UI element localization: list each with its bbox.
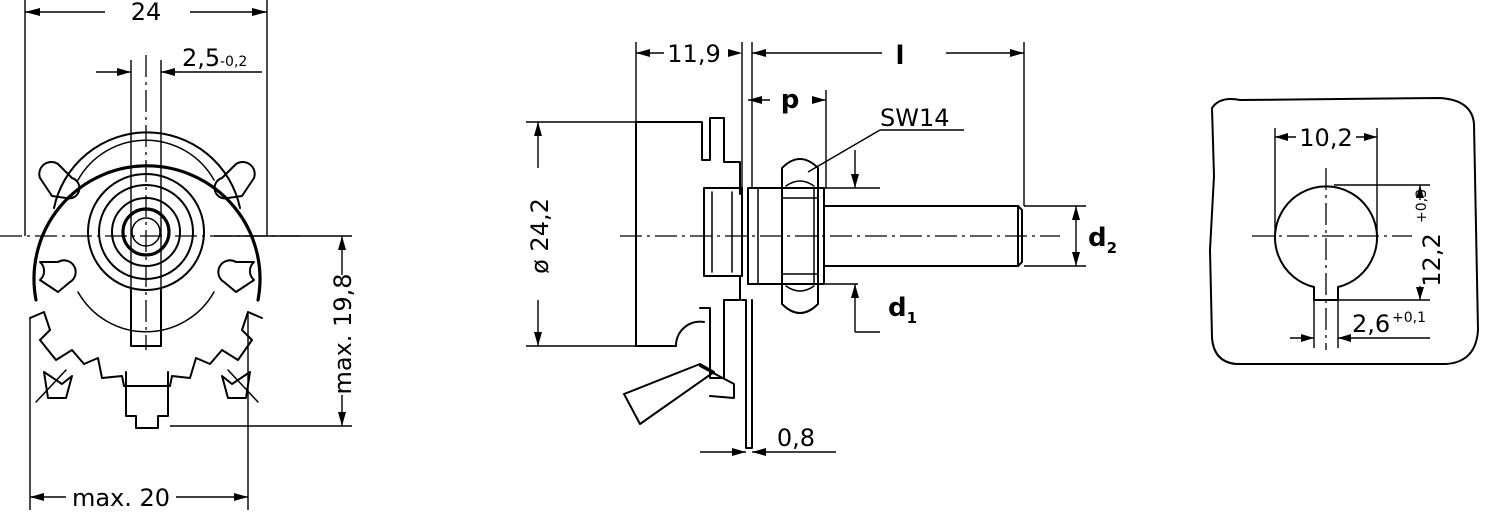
dim-slot-2-6: 2,6 +0,1 xyxy=(1290,300,1430,348)
dim-width-24: 24 xyxy=(24,0,268,236)
front-bush xyxy=(87,173,205,291)
cutout-height-tolerance: +0,3 xyxy=(1414,189,1430,223)
dim-tab-width: 2,5 -0,2 xyxy=(96,44,262,290)
front-terminal-ring xyxy=(29,311,263,429)
dim-thread-p: p xyxy=(748,85,827,188)
hole-diameter-label: 10,2 xyxy=(1299,124,1352,152)
side-threaded-bush xyxy=(747,187,825,285)
front-view: 24 2,5 -0,2 max. 19,8 xyxy=(0,0,357,512)
side-hex-nut xyxy=(781,158,819,314)
cutout-height-label: 12,2 xyxy=(1418,233,1446,286)
length-label: l xyxy=(896,41,905,71)
side-shaft xyxy=(823,205,1023,267)
tab-width-tolerance: -0,2 xyxy=(220,54,247,70)
front-housing xyxy=(32,131,262,333)
slot-width-label: 2,6 xyxy=(1352,310,1390,338)
shaft-diameter-label: d2 xyxy=(1088,223,1117,257)
dim-diameter-24-2: ø 24,2 xyxy=(526,121,636,347)
bush-diameter-subscript: 1 xyxy=(907,309,917,327)
nut-callout: SW14 xyxy=(807,104,964,173)
dim-height-12-2: 12,2 +0,3 xyxy=(1334,184,1446,301)
dim-hole-10-2: 10,2 xyxy=(1274,124,1378,236)
bottom-width-label: max. 20 xyxy=(72,484,170,512)
dim-bottom-width-20: max. 20 xyxy=(29,312,249,512)
nut-label: SW14 xyxy=(880,104,950,132)
bush-diameter-symbol: d xyxy=(888,293,907,323)
dim-pin-thickness: 0,8 xyxy=(700,424,836,456)
width-label: 24 xyxy=(131,0,162,26)
slot-width-tolerance: +0,1 xyxy=(1392,310,1426,326)
dim-shaft-d2: d2 xyxy=(1024,205,1117,267)
dim-offset-11-9: 11,9 xyxy=(635,40,743,188)
panel-cutout: 10,2 12,2 +0,3 2,6 +0,1 xyxy=(1209,97,1479,365)
diameter-label: ø 24,2 xyxy=(526,198,554,274)
tab-width-label: 2,5 xyxy=(182,44,220,72)
side-solder-pin xyxy=(623,299,753,449)
side-view: 11,9 l p SW14 xyxy=(526,40,1117,456)
bush-diameter-label: d1 xyxy=(888,293,917,327)
offset-label: 11,9 xyxy=(667,40,720,68)
side-housing xyxy=(635,117,743,379)
shaft-diameter-subscript: 2 xyxy=(1107,239,1117,257)
height-label: max. 19,8 xyxy=(329,274,357,395)
thread-label: p xyxy=(781,85,800,115)
pin-thickness-label: 0,8 xyxy=(777,424,815,452)
dim-bush-d1: d1 xyxy=(824,150,917,333)
dim-length-l: l xyxy=(751,41,1025,206)
front-view-centerlines xyxy=(0,55,300,350)
front-wiper-tab xyxy=(130,289,162,347)
keyhole-cutout xyxy=(1274,185,1378,301)
panel-outline xyxy=(1209,97,1479,365)
shaft-diameter-symbol: d xyxy=(1088,223,1107,253)
dim-height-19-8: max. 19,8 xyxy=(170,235,357,427)
